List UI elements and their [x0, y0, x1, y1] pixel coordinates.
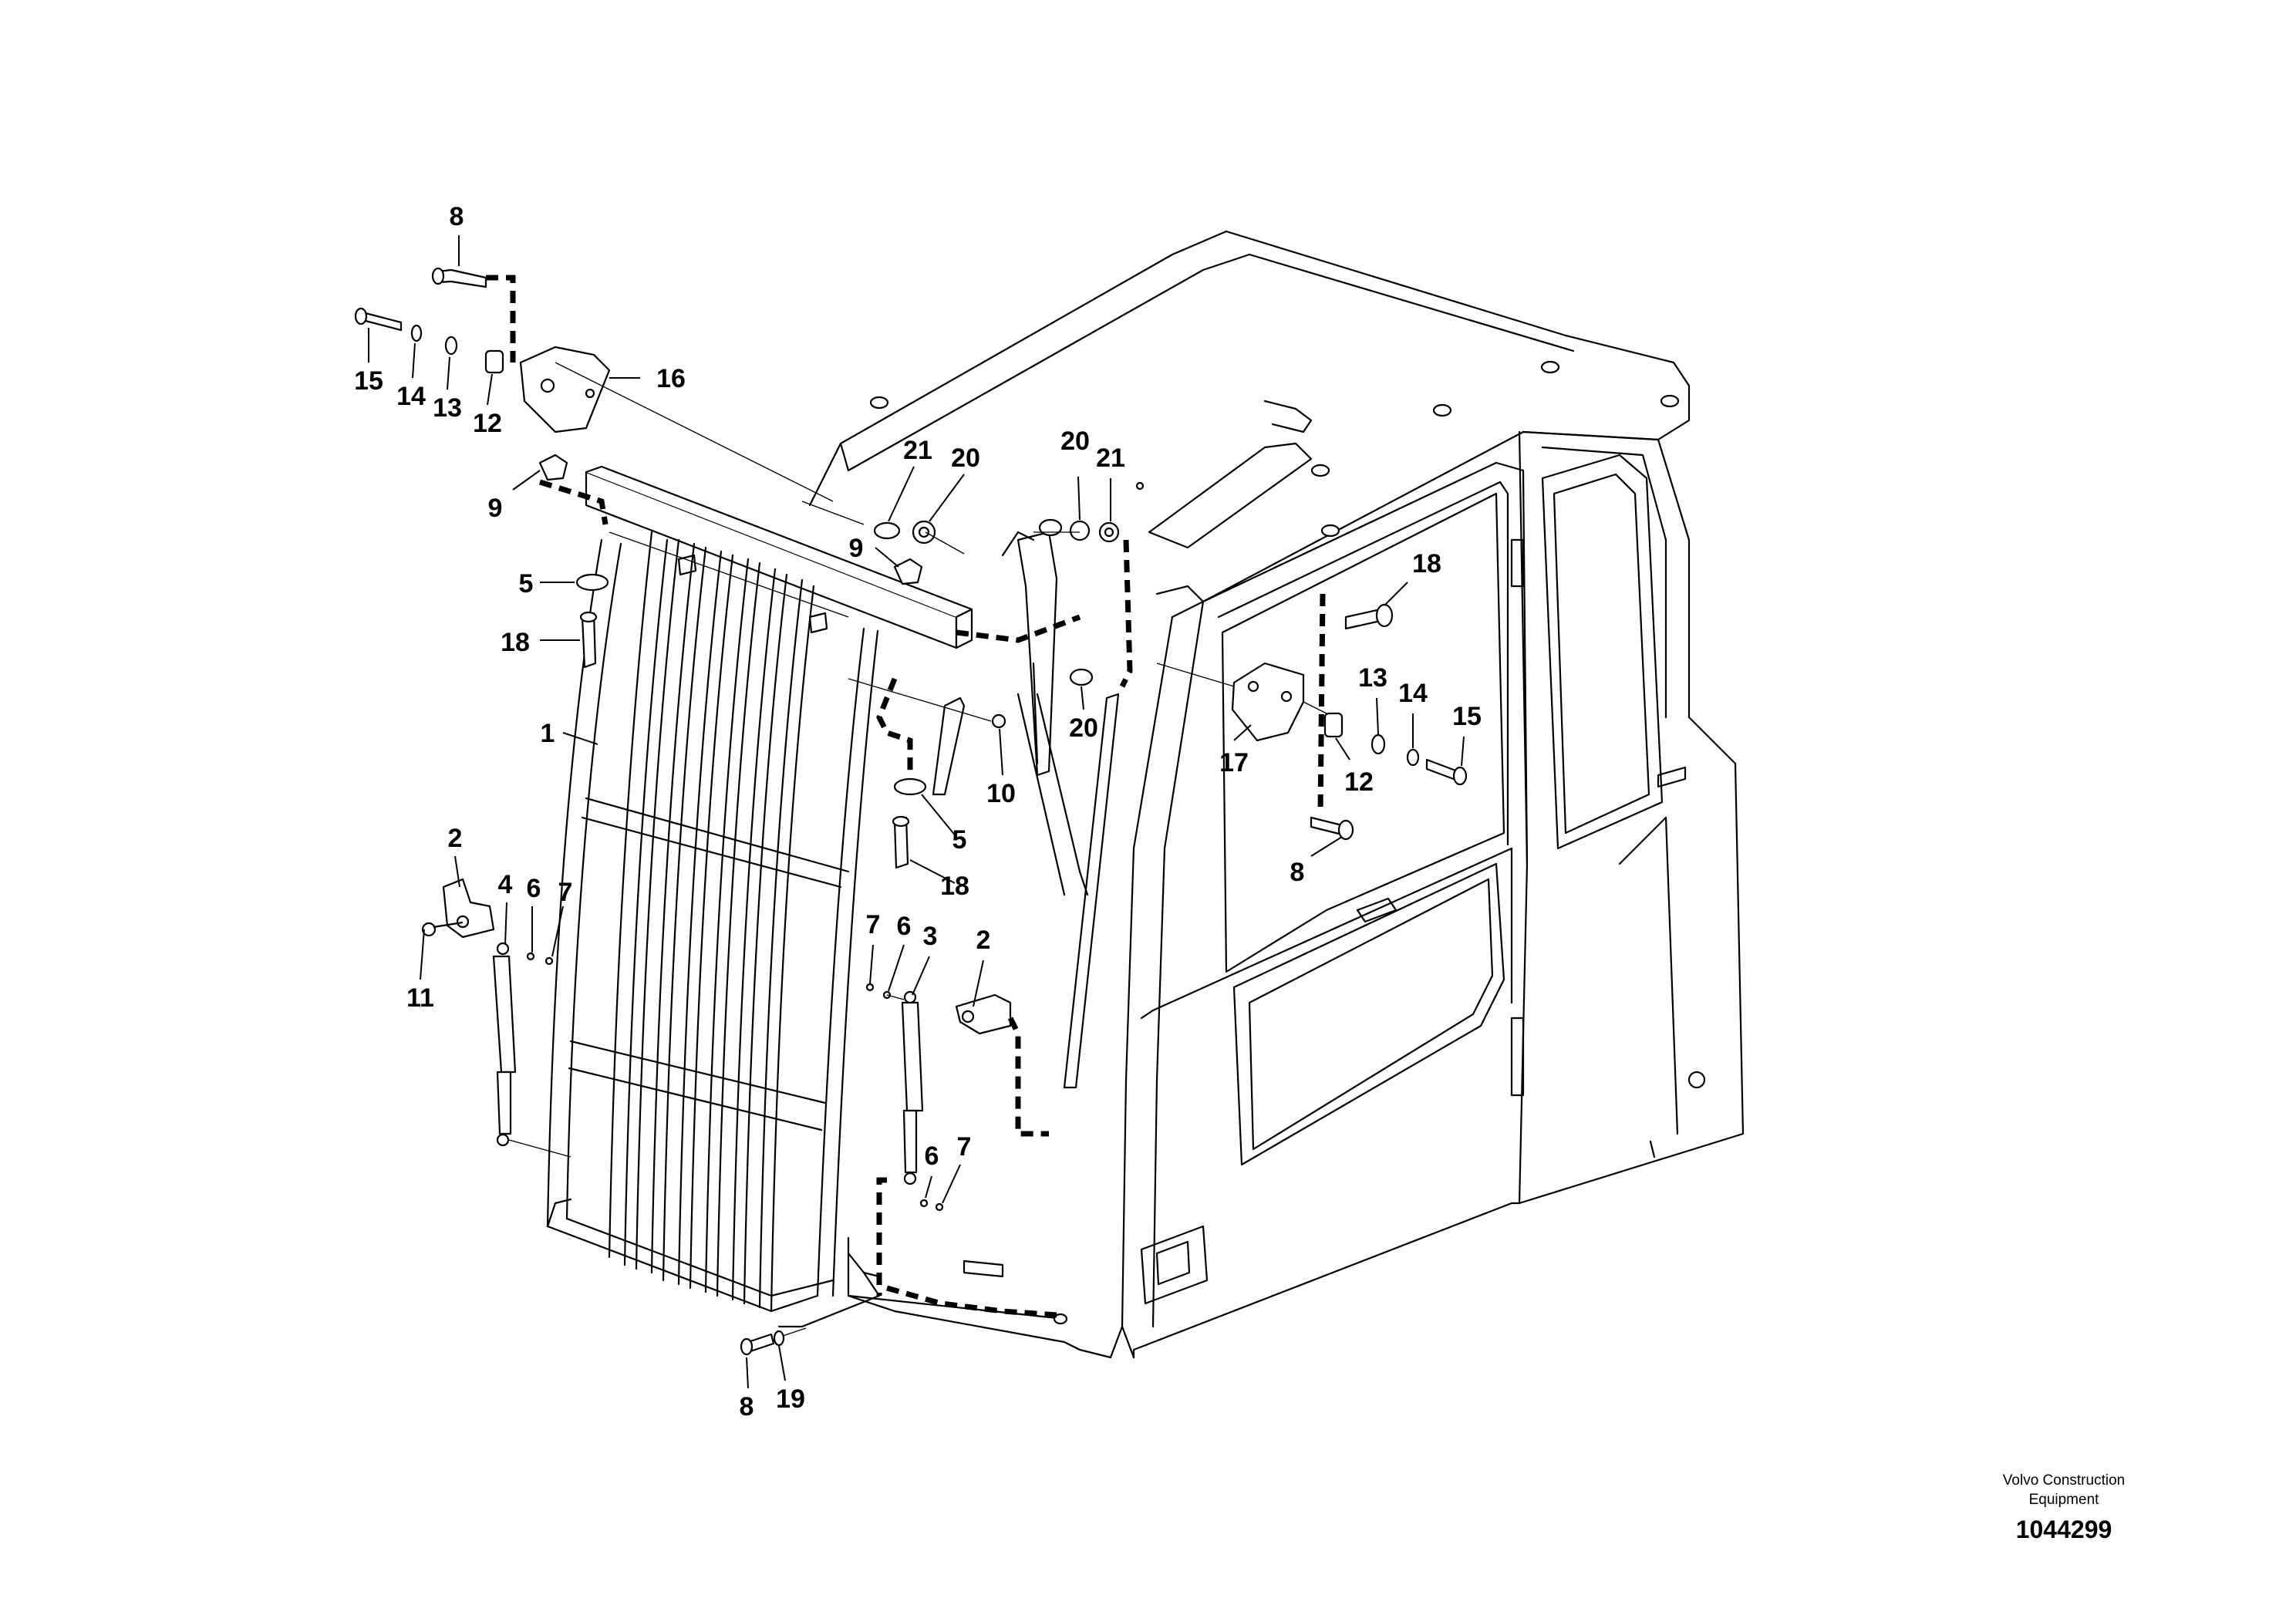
callout-label: 8	[1290, 858, 1305, 887]
callout-label: 12	[473, 409, 502, 438]
hardware-top-left	[354, 267, 834, 669]
callout-label: 13	[433, 393, 462, 423]
callout-label: 12	[1344, 767, 1374, 797]
callout-label: 7	[558, 878, 573, 907]
front-guard-grille	[546, 465, 973, 1313]
callout-label: 6	[925, 1141, 939, 1171]
callout-label: 20	[1069, 713, 1098, 743]
operator-cab	[808, 230, 1745, 1359]
callout-label: 17	[1219, 748, 1249, 777]
callout-label: 6	[897, 912, 912, 941]
callout-label: 5	[952, 825, 967, 855]
callout-label: 3	[923, 922, 938, 951]
callout-label: 18	[501, 628, 530, 657]
callouts: 8 15 14 13 12 16 9 5 18 1 2 4 6 7 11 21 …	[354, 202, 1482, 1421]
callout-label: 19	[776, 1384, 805, 1414]
callout-label: 2	[976, 926, 991, 955]
callout-label: 16	[656, 364, 686, 393]
callout-label: 9	[849, 534, 864, 563]
callout-label: 14	[1398, 679, 1428, 708]
document-credit: Volvo Construction Equipment 1044299	[2003, 1472, 2125, 1543]
hardware-top-right	[1033, 481, 1145, 686]
callout-label: 8	[740, 1392, 754, 1421]
hardware-struts-small	[421, 921, 944, 1212]
leader-lines	[368, 235, 1465, 1389]
callout-label: 21	[903, 436, 932, 465]
wiper-assembly	[1001, 531, 1120, 1089]
callout-label: 10	[986, 779, 1016, 808]
callout-label: 8	[450, 202, 464, 231]
callout-label: 7	[866, 910, 881, 939]
callout-label: 20	[951, 443, 980, 473]
callout-label: 18	[1412, 549, 1441, 578]
gas-strut-left	[492, 942, 571, 1158]
callout-label: 21	[1096, 443, 1125, 473]
bracket-left	[442, 878, 495, 939]
roof-bolts	[869, 360, 1680, 538]
callout-label: 14	[396, 382, 426, 411]
callout-label: 1	[541, 719, 555, 748]
callout-label: 15	[1452, 702, 1482, 731]
hardware-bottom	[740, 1327, 807, 1356]
gas-strut-right	[901, 990, 924, 1185]
callout-label: 13	[1358, 663, 1387, 693]
callout-label: 5	[519, 569, 534, 599]
hardware-mid	[848, 678, 1006, 869]
callout-label: 20	[1060, 427, 1090, 456]
callout-label: 9	[488, 494, 503, 523]
callout-label: 15	[354, 366, 383, 396]
bracket-right	[955, 993, 1012, 1035]
callout-label: 6	[527, 874, 541, 903]
callout-label: 7	[957, 1132, 972, 1162]
callout-label: 2	[448, 824, 463, 853]
assembly-dashed-lines	[486, 275, 1326, 1318]
hardware-right	[1156, 603, 1468, 841]
callout-label: 4	[498, 870, 513, 899]
hardware-top-center	[801, 501, 965, 585]
company-name-line1: Volvo Construction	[2003, 1472, 2125, 1489]
callout-label: 11	[406, 983, 434, 1013]
document-number: 1044299	[2016, 1516, 2112, 1543]
callout-label: 18	[940, 872, 969, 901]
company-name-line2: Equipment	[2029, 1492, 2100, 1508]
